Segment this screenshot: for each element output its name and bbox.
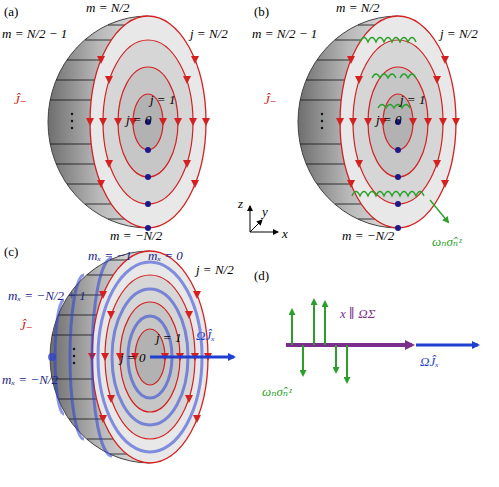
panel-label: (d) <box>254 268 269 283</box>
math-label: j = 0 <box>126 112 151 127</box>
operator-label: Ĵ₋ <box>264 92 277 107</box>
math-label: m = −N/2 <box>110 228 162 243</box>
rotation-axis <box>150 356 234 359</box>
state-dots <box>395 119 401 231</box>
panel-label: (b) <box>254 4 269 19</box>
math-label: m = N/2 − 1 <box>2 26 67 41</box>
math-label: j = N/2 <box>196 262 234 277</box>
math-label: j = 1 <box>156 330 181 345</box>
operator-label: ΩĴₓ <box>196 328 215 343</box>
math-label: j = 1 <box>400 92 425 107</box>
math-label: m = N/2 <box>336 0 379 15</box>
math-label: j = 0 <box>120 350 145 365</box>
math-label: mₓ = −N/2 <box>2 372 58 387</box>
operator-label: ΩĴₓ <box>420 354 439 369</box>
operator-label: ωₙσ̂ₙᶻ <box>262 384 291 399</box>
axis-label: y <box>262 204 268 219</box>
panel-label: (a) <box>4 4 18 19</box>
panel-label: (c) <box>4 244 18 259</box>
math-label: j = N/2 <box>440 26 478 41</box>
axis-label: z <box>238 196 243 211</box>
math-label: m = N/2 − 1 <box>252 26 317 41</box>
operator-label: Ĵ₋ <box>14 92 27 107</box>
math-label: j = 1 <box>150 92 175 107</box>
field-arrows <box>292 300 347 382</box>
hemisphere <box>298 16 460 228</box>
math-label: j = 0 <box>376 112 401 127</box>
operator-label: Ĵ₋ <box>20 318 33 333</box>
state-dots <box>145 119 151 231</box>
math-label: x ∥ ΩΣ <box>340 306 375 321</box>
math-label: mₓ = 0 <box>148 248 183 263</box>
math-label: m = N/2 <box>86 0 129 15</box>
axis-label: x <box>282 226 288 241</box>
math-label: j = N/2 <box>190 26 228 41</box>
math-label: mₓ = −1 <box>88 248 132 263</box>
pole-dot <box>48 353 56 361</box>
math-label: m = −N/2 <box>342 228 394 243</box>
drive-axis <box>416 344 478 347</box>
dephasing-waves <box>352 38 448 223</box>
math-label: mₓ = −N/2 + 1 <box>8 288 86 303</box>
sum-axis <box>286 343 412 347</box>
operator-label: ωₙσ̂ₙᶻ <box>432 234 461 249</box>
hemisphere <box>48 16 210 228</box>
